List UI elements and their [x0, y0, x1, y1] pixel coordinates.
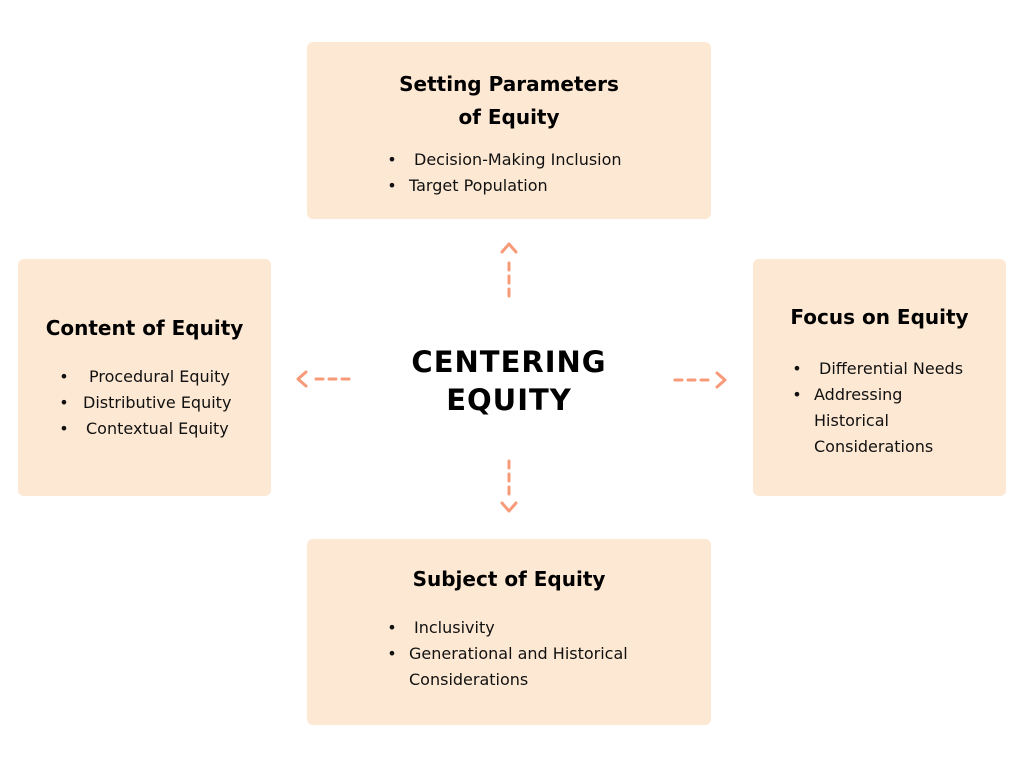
bullet-icon: • [59, 367, 69, 386]
box-content-of-equity: Content of Equity • Procedural Equity • … [18, 259, 271, 496]
list-item: • Procedural Equity [59, 364, 231, 390]
list-item-text: Procedural Equity [89, 367, 230, 386]
list-item: • Differential Needs [792, 356, 963, 382]
list-item-text: Generational and Historical Consideratio… [409, 644, 628, 689]
list-item: • Contextual Equity [59, 416, 231, 442]
list-content-of-equity: • Procedural Equity • Distributive Equit… [59, 364, 231, 442]
list-item-text: Inclusivity [414, 618, 495, 637]
list-item-text: Contextual Equity [86, 419, 229, 438]
box-title-subject-of-equity: Subject of Equity [412, 567, 606, 591]
box-title-focus-on-equity: Focus on Equity [790, 305, 969, 329]
list-item-text: Decision-Making Inclusion [414, 150, 622, 169]
box-title-setting-parameters: Setting Parameters of Equity [399, 72, 619, 129]
arrow-right [673, 371, 727, 389]
list-item: • Target Population [387, 173, 622, 199]
bullet-icon: • [792, 359, 802, 378]
arrow-up [500, 242, 518, 298]
list-item: • Decision-Making Inclusion [387, 147, 622, 173]
bullet-icon: • [387, 176, 397, 195]
list-item: • Distributive Equity [59, 390, 231, 416]
box-setting-parameters: Setting Parameters of Equity • Decision-… [307, 42, 711, 219]
list-item: • Inclusivity [387, 615, 628, 641]
arrow-down [500, 459, 518, 513]
bullet-icon: • [59, 419, 69, 438]
center-title: CENTERING EQUITY [411, 345, 607, 417]
bullet-icon: • [387, 150, 397, 169]
list-subject-of-equity: • Inclusivity • Generational and Histori… [387, 615, 628, 693]
list-setting-parameters: • Decision-Making Inclusion • Target Pop… [387, 147, 622, 199]
box-subject-of-equity: Subject of Equity • Inclusivity • Genera… [307, 539, 711, 725]
bullet-icon: • [387, 618, 397, 637]
bullet-icon: • [792, 385, 802, 404]
list-item: • Generational and Historical Considerat… [387, 641, 628, 693]
list-item-text: Target Population [409, 176, 548, 195]
list-item: • Addressing Historical Considerations [792, 382, 963, 460]
list-item-text: Distributive Equity [83, 393, 232, 412]
list-item-text: Addressing Historical Considerations [814, 385, 934, 456]
list-item-text: Differential Needs [819, 359, 964, 378]
list-focus-on-equity: • Differential Needs • Addressing Histor… [792, 356, 963, 460]
bullet-icon: • [59, 393, 69, 412]
box-title-content-of-equity: Content of Equity [45, 316, 244, 340]
box-focus-on-equity: Focus on Equity • Differential Needs • A… [753, 259, 1006, 496]
arrow-left [296, 370, 351, 388]
bullet-icon: • [387, 644, 397, 663]
